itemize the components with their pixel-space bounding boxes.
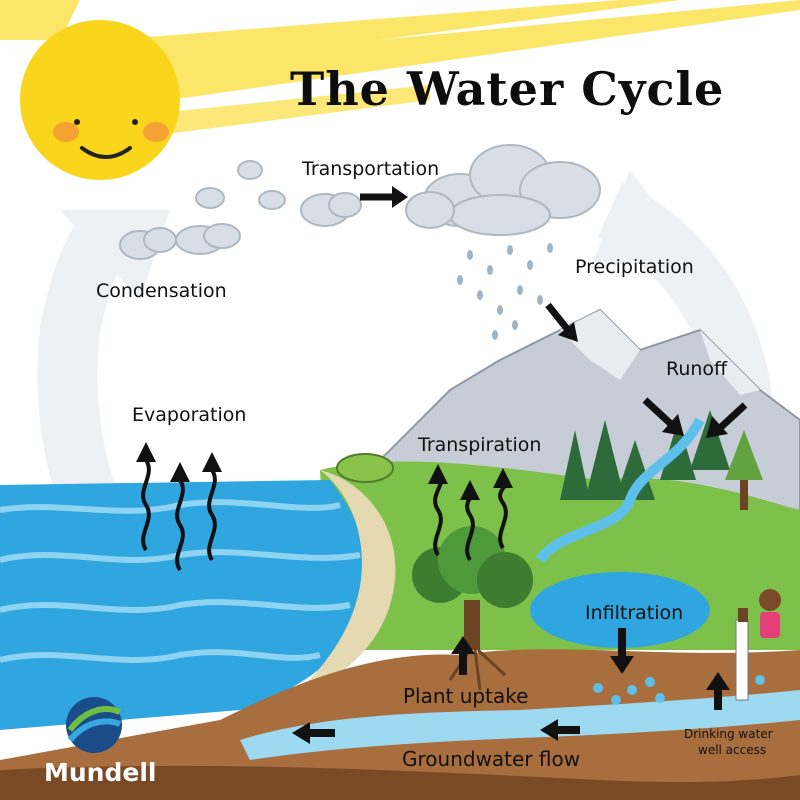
brand-name: Mundell	[44, 758, 157, 787]
infiltration-arrow	[610, 628, 634, 674]
label-runoff: Runoff	[666, 358, 728, 380]
rain-drops	[457, 243, 553, 340]
child	[759, 589, 781, 638]
well-access-arrow	[706, 672, 730, 710]
precipitation-arrow	[545, 302, 578, 342]
label-evaporation: Evaporation	[132, 404, 247, 426]
lake	[530, 572, 710, 648]
pine-tree	[725, 430, 763, 510]
label-transpiration: Transpiration	[418, 434, 542, 456]
label-transportation: Transportation	[302, 158, 440, 180]
label-condensation: Condensation	[96, 280, 227, 302]
groundwater-band	[240, 690, 800, 760]
transpiration-arrows	[428, 464, 513, 562]
river	[535, 417, 705, 564]
groundwater-arrow-right	[540, 719, 580, 741]
evaporation-arrows	[136, 442, 222, 572]
runoff-arrow-right	[706, 402, 748, 438]
page-title: The Water Cycle	[290, 62, 725, 116]
terraced-hill	[336, 453, 394, 483]
infiltration-drops	[593, 675, 765, 705]
tree	[412, 526, 533, 691]
label-plant-uptake: Plant uptake	[403, 684, 529, 708]
plant-uptake-arrow	[451, 636, 475, 675]
forest	[560, 410, 730, 500]
sun-rays	[0, 0, 800, 140]
label-drinking-water-line2: well access	[698, 743, 767, 757]
rain-cloud	[405, 144, 601, 236]
sun-icon	[20, 20, 180, 180]
transportation-arrow	[360, 186, 408, 208]
well-pipe	[735, 608, 749, 701]
cloud-small-1	[119, 227, 177, 260]
groundwater-arrow-left	[292, 722, 335, 744]
cloud-small-3	[195, 160, 362, 227]
label-infiltration: Infiltration	[585, 602, 684, 624]
label-groundwater-flow: Groundwater flow	[402, 747, 581, 771]
beach	[300, 470, 396, 690]
label-drinking-water-line1: Drinking water	[684, 727, 773, 741]
label-precipitation: Precipitation	[575, 256, 694, 278]
runoff-arrow-left	[642, 397, 684, 436]
mundell-logo-icon	[66, 697, 122, 753]
cloud-small-2	[175, 223, 241, 255]
ocean	[0, 480, 369, 730]
